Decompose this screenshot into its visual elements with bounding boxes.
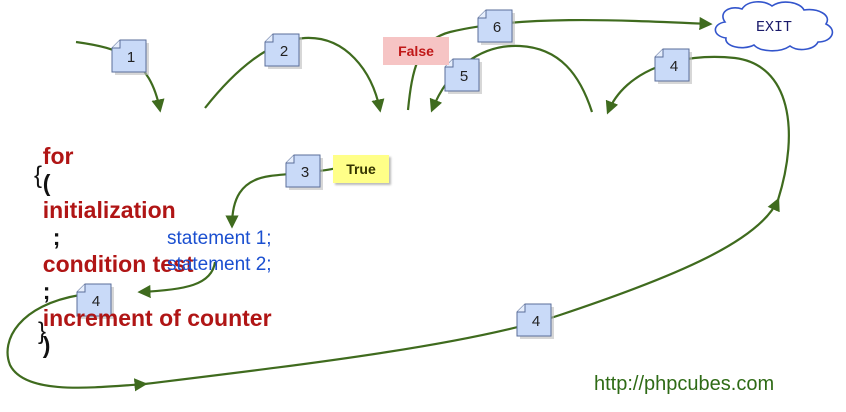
for-keyword: for — [42, 143, 74, 169]
initialization-text: initialization — [42, 197, 176, 223]
step-badge-note-icon: 5 — [444, 58, 482, 94]
step-number: 1 — [127, 49, 135, 66]
step-badge-note-icon: 6 — [477, 9, 515, 45]
close-brace: } — [38, 318, 47, 345]
step-number: 6 — [493, 19, 501, 36]
step-badge-note-icon: 4 — [654, 48, 692, 84]
step-badge-note-icon: 4 — [516, 303, 554, 339]
step-badge-note-icon: 3 — [285, 154, 323, 190]
semicolon-1: ; — [52, 224, 61, 250]
exit-cloud-icon: EXIT — [714, 1, 834, 52]
increment-text: increment of counter — [42, 305, 272, 331]
for-statement: for ( initialization ; condition test ; … — [30, 116, 272, 359]
step-number: 4 — [92, 293, 100, 310]
true-label: True — [346, 161, 376, 177]
step-badge-note-icon: 1 — [111, 39, 149, 75]
step-number: 4 — [670, 58, 678, 75]
step-number: 5 — [460, 68, 468, 85]
false-label: False — [398, 43, 434, 59]
step-badge-note-icon: 4 — [76, 283, 114, 319]
site-url: http://phpcubes.com — [594, 373, 775, 395]
step-badge-note-icon: 2 — [264, 33, 302, 69]
exit-label: EXIT — [756, 19, 792, 36]
arrow-step-4b — [6, 293, 148, 392]
arrow-step-2 — [204, 36, 385, 113]
step-number: 2 — [280, 43, 288, 60]
arrow-step-6 — [406, 16, 713, 111]
open-brace: { — [34, 162, 43, 189]
arrow-step-4a — [137, 261, 217, 299]
step-number: 3 — [301, 164, 309, 181]
false-tag: False — [383, 37, 449, 65]
condition-text: condition test — [42, 251, 194, 277]
open-paren: ( — [42, 170, 51, 196]
semicolon-2: ; — [42, 278, 51, 304]
statement-2: statement 2; — [167, 254, 272, 275]
step-number: 4 — [532, 313, 540, 330]
close-paren: ) — [42, 332, 51, 358]
true-tag: True — [333, 155, 389, 183]
statement-1: statement 1; — [167, 228, 272, 249]
arrow-step-4d — [605, 55, 790, 201]
